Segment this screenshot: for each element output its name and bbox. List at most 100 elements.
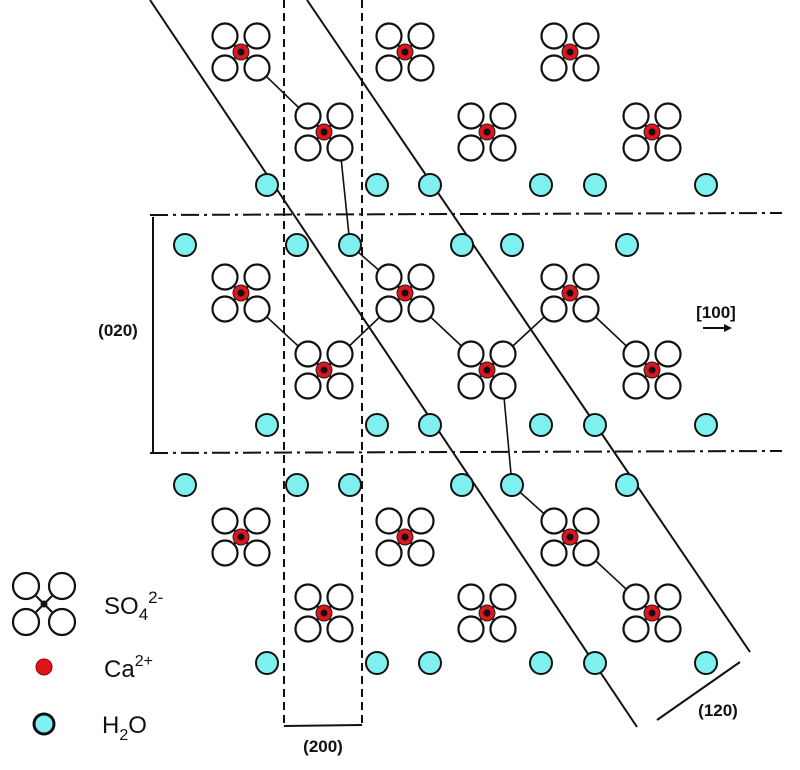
plane-120-line-1 <box>149 0 638 728</box>
oxygen-atom <box>11 571 41 601</box>
oxygen-atom <box>654 102 682 130</box>
sulfate-unit <box>540 263 600 323</box>
sulfur-atom <box>566 533 574 541</box>
water-molecule <box>338 473 362 497</box>
oxygen-atom <box>211 263 239 291</box>
legend-calcium-label: Ca2+ <box>104 653 153 683</box>
water-molecule <box>529 651 553 675</box>
sulfur-atom <box>237 289 245 297</box>
oxygen-atom <box>294 134 322 162</box>
oxygen-atom <box>622 102 650 130</box>
water-molecule <box>255 413 279 437</box>
water-molecule <box>450 473 474 497</box>
oxygen-atom <box>294 340 322 368</box>
oxygen-atom <box>243 54 271 82</box>
sulfur-atom <box>483 609 491 617</box>
sulfate-unit <box>622 583 682 643</box>
plane-120-bracket <box>656 661 741 721</box>
oxygen-atom <box>211 539 239 567</box>
water-molecule <box>173 473 197 497</box>
oxygen-atom <box>572 22 600 50</box>
water-molecule <box>365 173 389 197</box>
oxygen-atom <box>654 615 682 643</box>
water-molecule <box>173 233 197 257</box>
sulfate-unit <box>375 263 435 323</box>
plane-020-dashdot-bottom <box>149 450 783 454</box>
oxygen-atom <box>489 372 517 400</box>
oxygen-atom <box>407 54 435 82</box>
direction-100-arrowhead <box>724 324 732 332</box>
oxygen-atom <box>243 539 271 567</box>
oxygen-atom <box>326 134 354 162</box>
water-molecule <box>694 173 718 197</box>
water-molecule <box>285 233 309 257</box>
oxygen-atom <box>489 340 517 368</box>
oxygen-atom <box>375 539 403 567</box>
sulfate-unit <box>211 22 271 82</box>
sulfate-unit <box>211 507 271 567</box>
water-molecule <box>285 473 309 497</box>
oxygen-atom <box>457 583 485 611</box>
oxygen-atom <box>489 134 517 162</box>
sulfur-atom <box>648 366 656 374</box>
oxygen-atom <box>294 615 322 643</box>
sulfate-unit <box>457 102 517 162</box>
oxygen-atom <box>407 295 435 323</box>
legend: SO42- Ca2+ H2O <box>11 571 163 744</box>
chain-bond <box>502 385 513 486</box>
sulfate-unit <box>294 583 354 643</box>
oxygen-atom <box>457 372 485 400</box>
water-molecule <box>365 651 389 675</box>
oxygen-atom <box>572 539 600 567</box>
plane-lines <box>149 0 783 728</box>
atoms <box>173 22 718 675</box>
oxygen-atom <box>326 615 354 643</box>
chain-bond <box>339 147 351 246</box>
oxygen-atom <box>47 607 77 637</box>
oxygen-atom <box>622 372 650 400</box>
sulfur-atom <box>566 48 574 56</box>
oxygen-atom <box>622 340 650 368</box>
plane-200-label: (200) <box>303 737 343 756</box>
legend-water-label: H2O <box>102 712 147 744</box>
oxygen-atom <box>540 263 568 291</box>
oxygen-atom <box>375 54 403 82</box>
oxygen-atom <box>375 507 403 535</box>
water-molecule <box>583 413 607 437</box>
oxygen-atom <box>654 340 682 368</box>
oxygen-atom <box>211 295 239 323</box>
oxygen-atom <box>572 295 600 323</box>
oxygen-atom <box>326 583 354 611</box>
sulfate-unit <box>622 340 682 400</box>
water-molecule <box>583 173 607 197</box>
oxygen-atom <box>622 615 650 643</box>
water-molecule <box>615 233 639 257</box>
water-molecule <box>418 413 442 437</box>
water-molecule <box>418 173 442 197</box>
sulfur-atom <box>320 128 328 136</box>
oxygen-atom <box>243 22 271 50</box>
sulfate-unit <box>540 507 600 567</box>
plane-200-bracket <box>283 724 363 727</box>
oxygen-atom <box>540 295 568 323</box>
oxygen-atom <box>211 54 239 82</box>
oxygen-atom <box>457 340 485 368</box>
oxygen-atom <box>407 22 435 50</box>
oxygen-atom <box>457 615 485 643</box>
sulfur-atom <box>648 128 656 136</box>
legend-water-symbol <box>32 712 56 736</box>
water-molecule <box>615 473 639 497</box>
sulfur-atom <box>237 533 245 541</box>
legend-sulfate-symbol <box>11 571 77 637</box>
oxygen-atom <box>211 22 239 50</box>
oxygen-atom <box>243 263 271 291</box>
sulfate-unit <box>375 22 435 82</box>
oxygen-atom <box>622 134 650 162</box>
oxygen-atom <box>211 507 239 535</box>
sulfate-unit <box>457 583 517 643</box>
legend-calcium-symbol <box>35 658 53 676</box>
plane-020-dashdot-top <box>149 212 783 216</box>
oxygen-atom <box>375 263 403 291</box>
water-molecule <box>583 651 607 675</box>
